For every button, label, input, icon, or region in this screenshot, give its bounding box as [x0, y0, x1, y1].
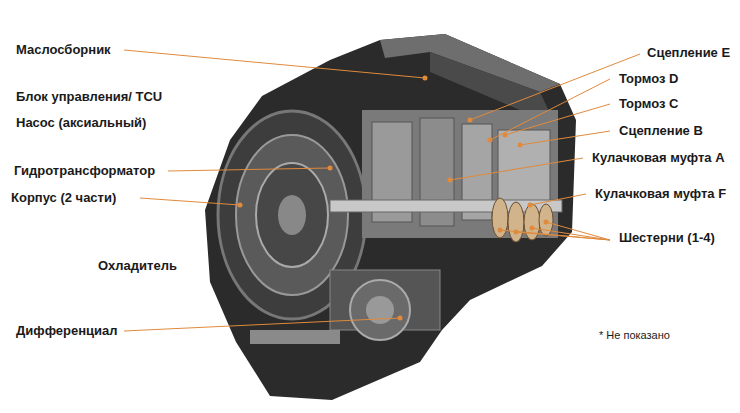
leader-lines [124, 50, 640, 331]
part-label: Блок управления/ TCU [14, 89, 164, 105]
gearset [330, 110, 562, 242]
leader-dots [238, 76, 549, 321]
part-label: Тормоз C [617, 96, 681, 112]
part-label: Охладитель [96, 258, 179, 274]
part-label: Тормоз D [617, 71, 681, 87]
part-label: Шестерни (1-4) [617, 230, 717, 246]
part-label: Корпус (2 части) [9, 190, 118, 206]
footnote: * Не показано [597, 327, 672, 343]
part-label: Кулачковая муфта F [593, 186, 728, 202]
housing [205, 34, 576, 400]
part-label: Сцепление E [645, 45, 732, 61]
differential [250, 270, 440, 344]
part-label: Насос (аксиальный) [14, 115, 148, 131]
part-label: Кулачковая муфта A [590, 150, 727, 166]
part-label: Маслосборник [14, 42, 113, 58]
part-label: Дифференциал [14, 323, 120, 339]
part-label: Сцепление B [617, 123, 705, 139]
part-label: Гидротрансформатор [12, 163, 157, 179]
